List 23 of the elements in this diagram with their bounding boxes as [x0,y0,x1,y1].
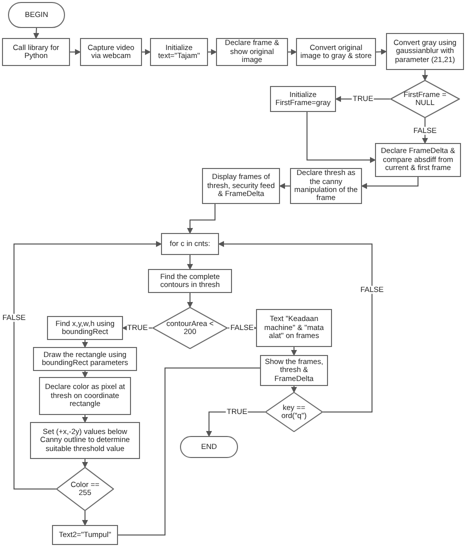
arrow [82,414,88,423]
arrow [187,292,193,308]
arrow [187,204,216,234]
arrow [361,176,418,189]
arrow [14,241,162,490]
arrow [376,48,387,55]
arrow [422,70,428,81]
arrow [187,254,193,270]
arrow [218,241,372,412]
arrow [291,346,297,356]
arrow [279,183,290,189]
arrow [291,386,297,393]
arrow [288,49,297,55]
arrow [306,112,376,163]
arrow [33,28,40,39]
arrow [82,510,88,526]
arrow [82,370,88,378]
arrow [82,340,88,348]
arrow [70,49,81,55]
arrow [208,49,217,55]
arrow [82,458,88,468]
connector-line [118,368,260,536]
arrow [142,49,151,55]
